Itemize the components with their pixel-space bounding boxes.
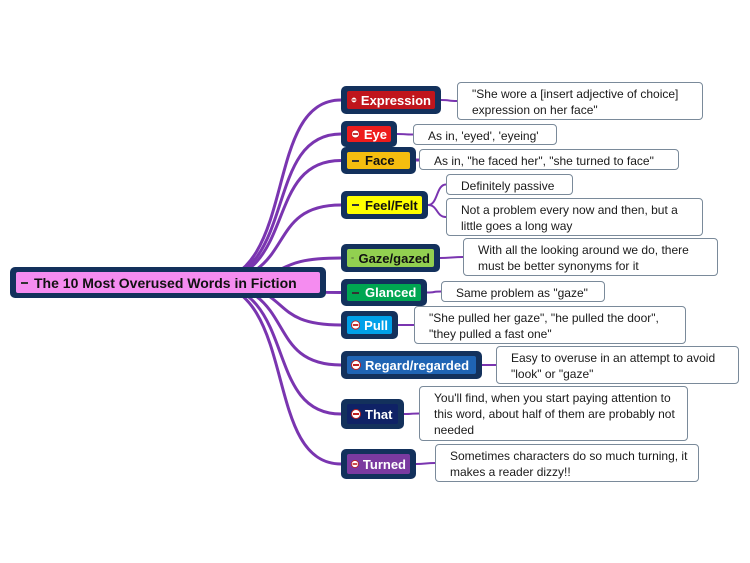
topic-glanced[interactable]: Glanced [341, 279, 427, 306]
topic-that-label: That [365, 406, 393, 422]
note-pull-0: "She pulled her gaze", "he pulled the do… [414, 306, 686, 344]
note-link-glanced-0 [426, 290, 442, 294]
branch-expression [204, 98, 342, 284]
topic-feel-felt-label: Feel/Felt [365, 197, 418, 213]
note-eye-0: As in, 'eyed', 'eyeing' [413, 124, 557, 145]
expression-toggle-icon[interactable] [351, 95, 357, 105]
note-link-that-0 [403, 412, 420, 415]
branch-turned [204, 281, 342, 466]
note-link-expression-0 [440, 99, 458, 102]
root-topic-label: The 10 Most Overused Words in Fiction [34, 274, 297, 291]
gaze-gazed-toggle-icon[interactable] [351, 253, 354, 263]
eye-toggle-icon[interactable] [351, 129, 360, 139]
topic-expression-label: Expression [360, 92, 431, 108]
note-link-gaze-gazed-0 [439, 256, 464, 259]
topic-eye-label: Eye [363, 126, 387, 142]
note-link-turned-0 [415, 462, 436, 465]
topic-face[interactable]: Face [341, 147, 416, 174]
note-link-eye-0 [396, 133, 414, 136]
note-link-feel-felt-0 [427, 183, 447, 206]
note-gaze-gazed-0: With all the looking around we do, there… [463, 238, 718, 276]
topic-pull-label: Pull [364, 317, 388, 333]
root-topic[interactable]: The 10 Most Overused Words in Fiction [10, 267, 326, 298]
glanced-toggle-icon[interactable] [351, 288, 361, 298]
note-feel-felt-0: Definitely passive [446, 174, 573, 195]
note-expression-0: "She wore a [insert adjective of choice]… [457, 82, 703, 120]
note-face-0: As in, "he faced her", "she turned to fa… [419, 149, 679, 170]
note-that-0: You'll find, when you start paying atten… [419, 386, 688, 441]
note-link-feel-felt-1 [427, 204, 447, 218]
note-feel-felt-1: Not a problem every now and then, but a … [446, 198, 703, 236]
topic-expression[interactable]: Expression [341, 86, 441, 114]
topic-regard-regarded[interactable]: Regard/regarded [341, 351, 482, 379]
topic-pull[interactable]: Pull [341, 311, 398, 339]
topic-regard-regarded-label: Regard/regarded [365, 357, 470, 373]
topic-eye[interactable]: Eye [341, 121, 397, 147]
note-glanced-0: Same problem as "gaze" [441, 281, 605, 302]
topic-that[interactable]: That [341, 399, 404, 429]
feel-felt-toggle-icon[interactable] [351, 200, 361, 210]
topic-face-label: Face [365, 153, 395, 168]
root-collapse-icon[interactable] [20, 278, 30, 288]
note-turned-0: Sometimes characters do so much turning,… [435, 444, 699, 482]
topic-turned-label: Turned [362, 456, 406, 472]
that-toggle-icon[interactable] [351, 409, 361, 419]
topic-gaze-gazed[interactable]: Gaze/gazed [341, 244, 440, 272]
regard-regarded-toggle-icon[interactable] [351, 360, 361, 370]
topic-feel-felt[interactable]: Feel/Felt [341, 191, 428, 219]
note-regard-regarded-0: Easy to overuse in an attempt to avoid "… [496, 346, 739, 384]
face-toggle-icon[interactable] [351, 156, 361, 166]
note-link-face-0 [414, 158, 421, 162]
topic-glanced-label: Glanced [365, 285, 417, 300]
topic-gaze-gazed-label: Gaze/gazed [358, 250, 430, 266]
turned-toggle-icon[interactable] [351, 459, 359, 469]
topic-turned[interactable]: Turned [341, 449, 416, 479]
pull-toggle-icon[interactable] [351, 320, 361, 330]
